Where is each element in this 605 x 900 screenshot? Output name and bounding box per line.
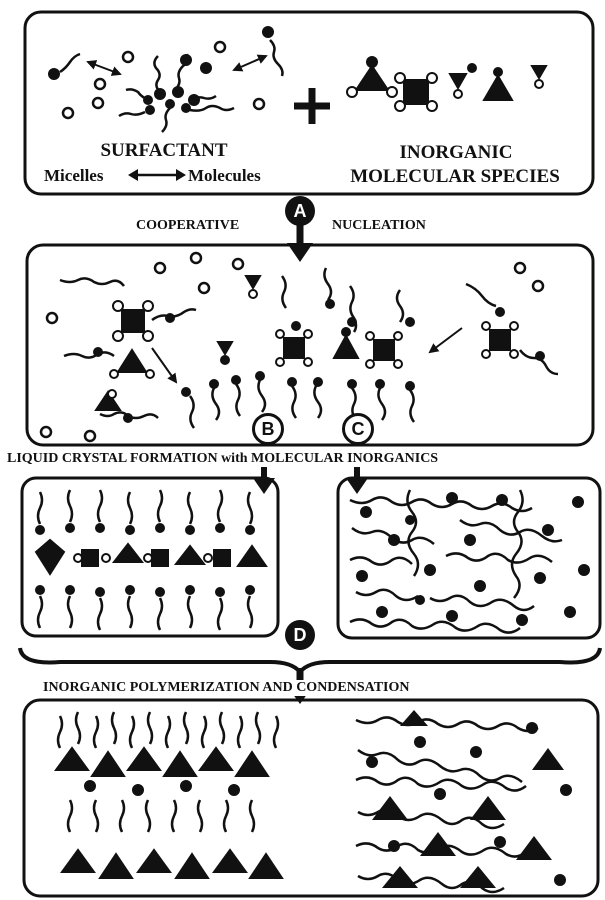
nucleation-label: NUCLEATION xyxy=(332,219,426,233)
equilibrium-arrow-left xyxy=(88,62,120,74)
polymerization-caption: INORGANIC POLYMERIZATION AND CONDENSATIO… xyxy=(40,680,413,696)
cooperative-label: COOPERATIVE xyxy=(136,219,239,233)
step-d-badge: D xyxy=(285,620,315,650)
free-water-circles-p1 xyxy=(63,42,264,118)
molecules-label: Molecules xyxy=(188,167,261,184)
micelles-label: Micelles xyxy=(44,167,103,184)
surfactant-label: SURFACTANT xyxy=(84,141,244,160)
micelles-molecules-arrow-icon xyxy=(128,167,186,183)
surfactant-micelle-cluster xyxy=(60,40,283,132)
brace-bracket xyxy=(20,648,600,672)
inorganic-species-p1 xyxy=(347,57,546,111)
equilibrium-arrow-right xyxy=(234,56,266,70)
condensed-lamellar-inorganic-wall xyxy=(56,748,282,878)
nucleation-inorganic-units xyxy=(96,276,518,410)
step-c-badge: C xyxy=(342,413,374,445)
flow-arrow-left xyxy=(152,348,176,382)
step-b-badge: B xyxy=(252,413,284,445)
lamellar-inorganic-layer xyxy=(36,540,266,574)
liquid-crystal-caption: LIQUID CRYSTAL FORMATION with MOLECULAR … xyxy=(4,451,441,467)
step-a-badge: A xyxy=(285,196,315,226)
arrow-a-head xyxy=(287,243,313,262)
molecular-species-label: MOLECULAR SPECIES xyxy=(330,167,580,186)
inorganic-label: INORGANIC xyxy=(376,143,536,162)
condensed-hexagonal-inorganic xyxy=(366,710,572,888)
condensed-hexagonal xyxy=(356,717,538,892)
surfactant-heads xyxy=(48,26,274,115)
nucleation-surfactant-tails xyxy=(60,268,558,428)
flow-arrow-right xyxy=(430,328,462,352)
arrow-b-head xyxy=(253,478,275,494)
arrow-c-head xyxy=(346,478,368,494)
plus-sign xyxy=(294,88,330,124)
